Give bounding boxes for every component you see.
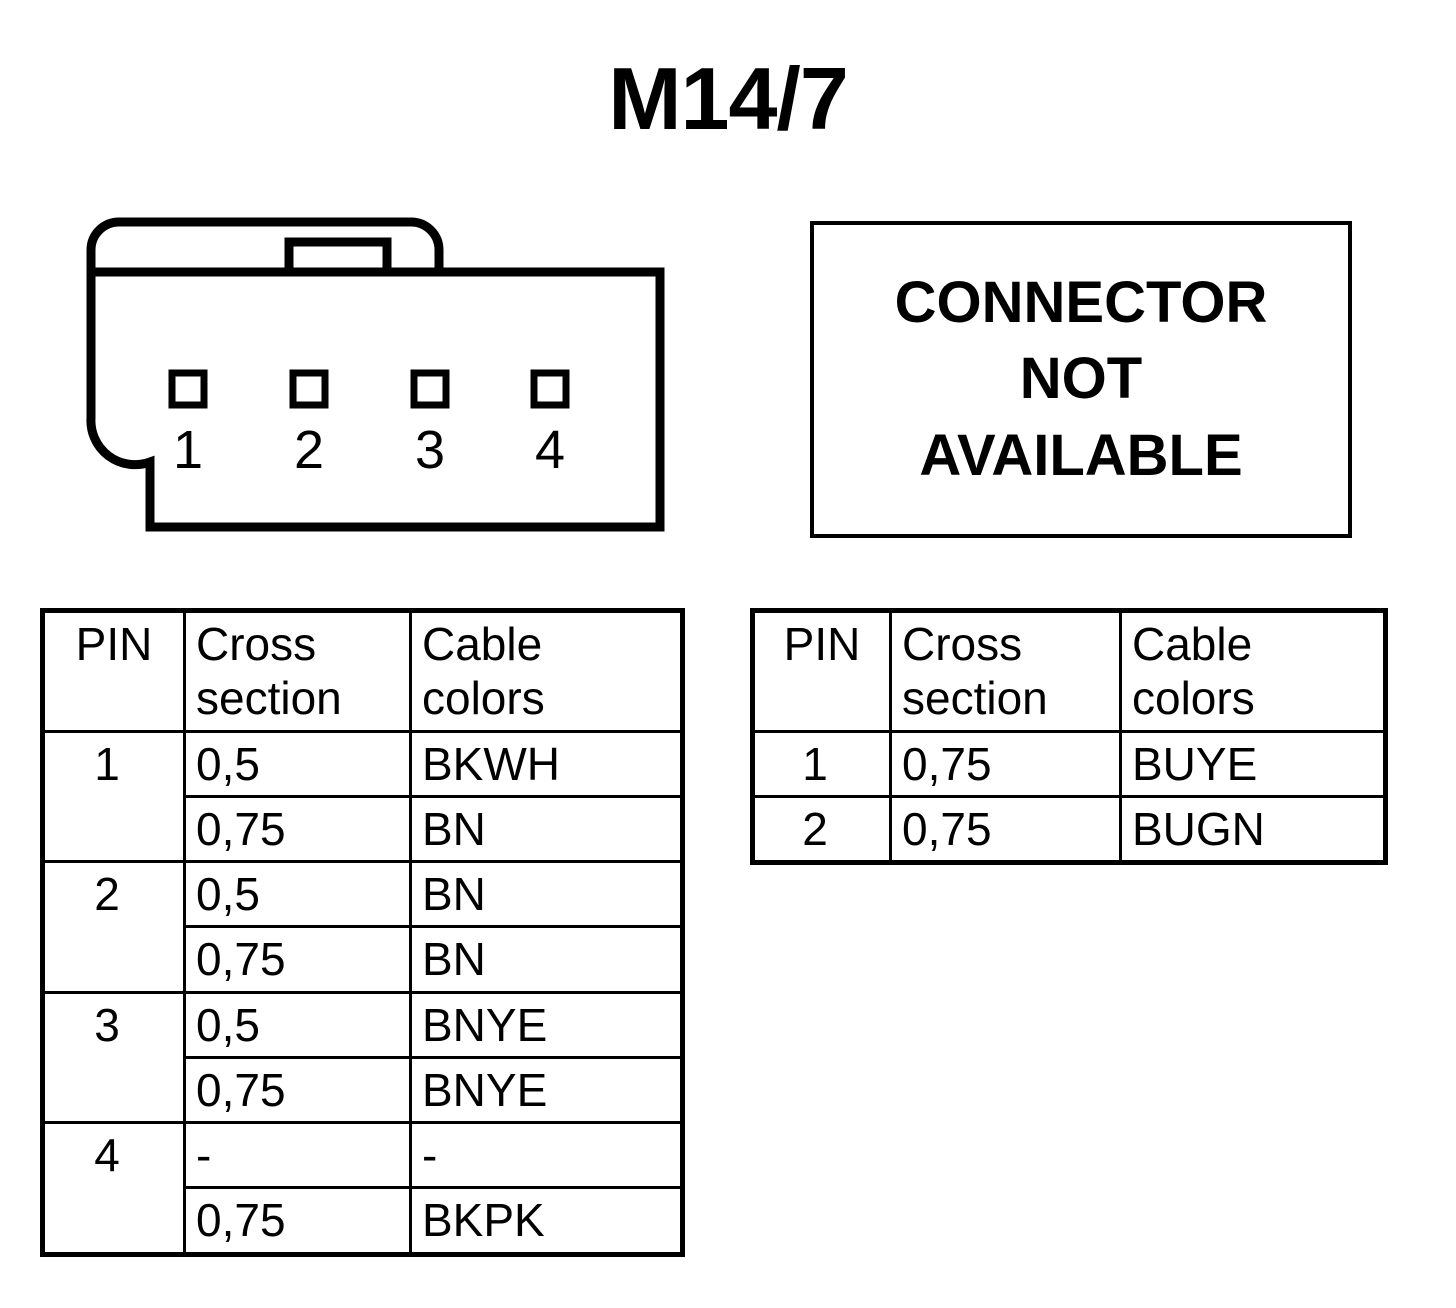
cell-cross-section: 0,75 (183, 1055, 412, 1125)
pin-table-left: PIN Cross section Cable colors 1 0,5 BKW… (40, 608, 685, 1257)
connector-body-outline (86, 267, 665, 532)
table-header-row: PIN Cross section Cable colors (41, 609, 684, 733)
cell-cable-color: BKWH (409, 729, 684, 798)
cell-cable-color: BNYE (409, 990, 684, 1059)
cell-cable-color: - (409, 1121, 684, 1190)
table-header-row: PIN Cross section Cable colors (751, 609, 1387, 733)
header-cross-section-line2: section (196, 672, 342, 725)
cell-cable-color: BNYE (409, 1055, 684, 1125)
cell-pin: 2 (41, 860, 186, 994)
connector-not-available-notice: CONNECTOR NOT AVAILABLE (810, 221, 1352, 538)
header-pin: PIN (751, 609, 892, 733)
cell-cable-color: BN (409, 925, 684, 994)
cell-cross-section: - (183, 1121, 412, 1190)
header-cross-section-line1: Cross (902, 618, 1023, 670)
header-cross-section: Cross section (889, 609, 1122, 733)
table-row: 2 0,5 BN (41, 860, 684, 994)
header-cable-colors-line1: Cable (1132, 618, 1253, 670)
pin-number-2: 2 (294, 420, 324, 480)
cell-pin: 2 (751, 794, 892, 865)
header-cross-section: Cross section (183, 609, 412, 733)
notice-line-1: CONNECTOR (894, 269, 1268, 335)
cell-cross-section: 0,75 (889, 794, 1122, 865)
cell-cross-section: 0,5 (183, 860, 412, 929)
pin-number-1: 1 (173, 420, 203, 480)
cell-pin: 1 (751, 729, 892, 798)
cell-cross-section: 0,5 (183, 990, 412, 1059)
table-row: 1 0,5 BKWH (41, 729, 684, 864)
header-cable-colors-line2: colors (422, 672, 545, 725)
cell-cable-color: BKPK (409, 1186, 684, 1256)
table-row: 0,75 BKPK (43, 1186, 684, 1256)
table-row: 3 0,5 BNYE (41, 990, 684, 1125)
cell-cross-section: 0,75 (183, 1186, 412, 1256)
table-row: 2 0,75 BUGN (751, 794, 1387, 865)
pin-cavity-1 (168, 369, 208, 409)
cell-cable-color: BUGN (1119, 794, 1387, 865)
pin-table-right: PIN Cross section Cable colors 1 0,75 BU… (750, 608, 1388, 866)
pin-cavity-3 (410, 369, 450, 409)
cell-cross-section: 0,5 (183, 729, 412, 798)
table-row: 1 0,75 BUYE (751, 729, 1387, 798)
cell-cross-section: 0,75 (889, 729, 1122, 798)
pin-cavity-2 (289, 369, 329, 409)
table-row: 0,75 BN (43, 794, 684, 864)
header-cable-colors-line2: colors (1132, 672, 1255, 725)
cell-cable-color: BN (409, 860, 684, 929)
table-row: 0,75 BN (43, 925, 684, 994)
header-cable-colors: Cable colors (1119, 609, 1387, 733)
cell-pin: 1 (41, 729, 186, 864)
cell-cable-color: BUYE (1119, 729, 1387, 798)
connector-diagram: 1 2 3 4 (40, 205, 700, 545)
cell-cross-section: 0,75 (183, 925, 412, 994)
header-cable-colors: Cable colors (409, 609, 684, 733)
table-row: 4 - - (41, 1121, 684, 1256)
cell-cross-section: 0,75 (183, 794, 412, 864)
page-title: M14/7 (608, 49, 849, 148)
cell-cable-color: BN (409, 794, 684, 864)
header-cross-section-line1: Cross (196, 618, 317, 670)
header-pin: PIN (41, 609, 186, 733)
cell-pin: 3 (41, 990, 186, 1125)
notice-line-2: NOT (1019, 346, 1143, 412)
header-cable-colors-line1: Cable (422, 618, 543, 670)
notice-line-3: AVAILABLE (919, 422, 1243, 488)
pin-number-4: 4 (535, 420, 565, 480)
header-cross-section-line2: section (902, 672, 1048, 725)
connector-shell-outline (86, 217, 444, 272)
table-row: 0,75 BNYE (43, 1055, 684, 1125)
cell-pin: 4 (41, 1121, 186, 1256)
pin-cavity-4 (530, 369, 570, 409)
pin-number-3: 3 (415, 420, 445, 480)
connector-latch-notch (284, 237, 392, 272)
